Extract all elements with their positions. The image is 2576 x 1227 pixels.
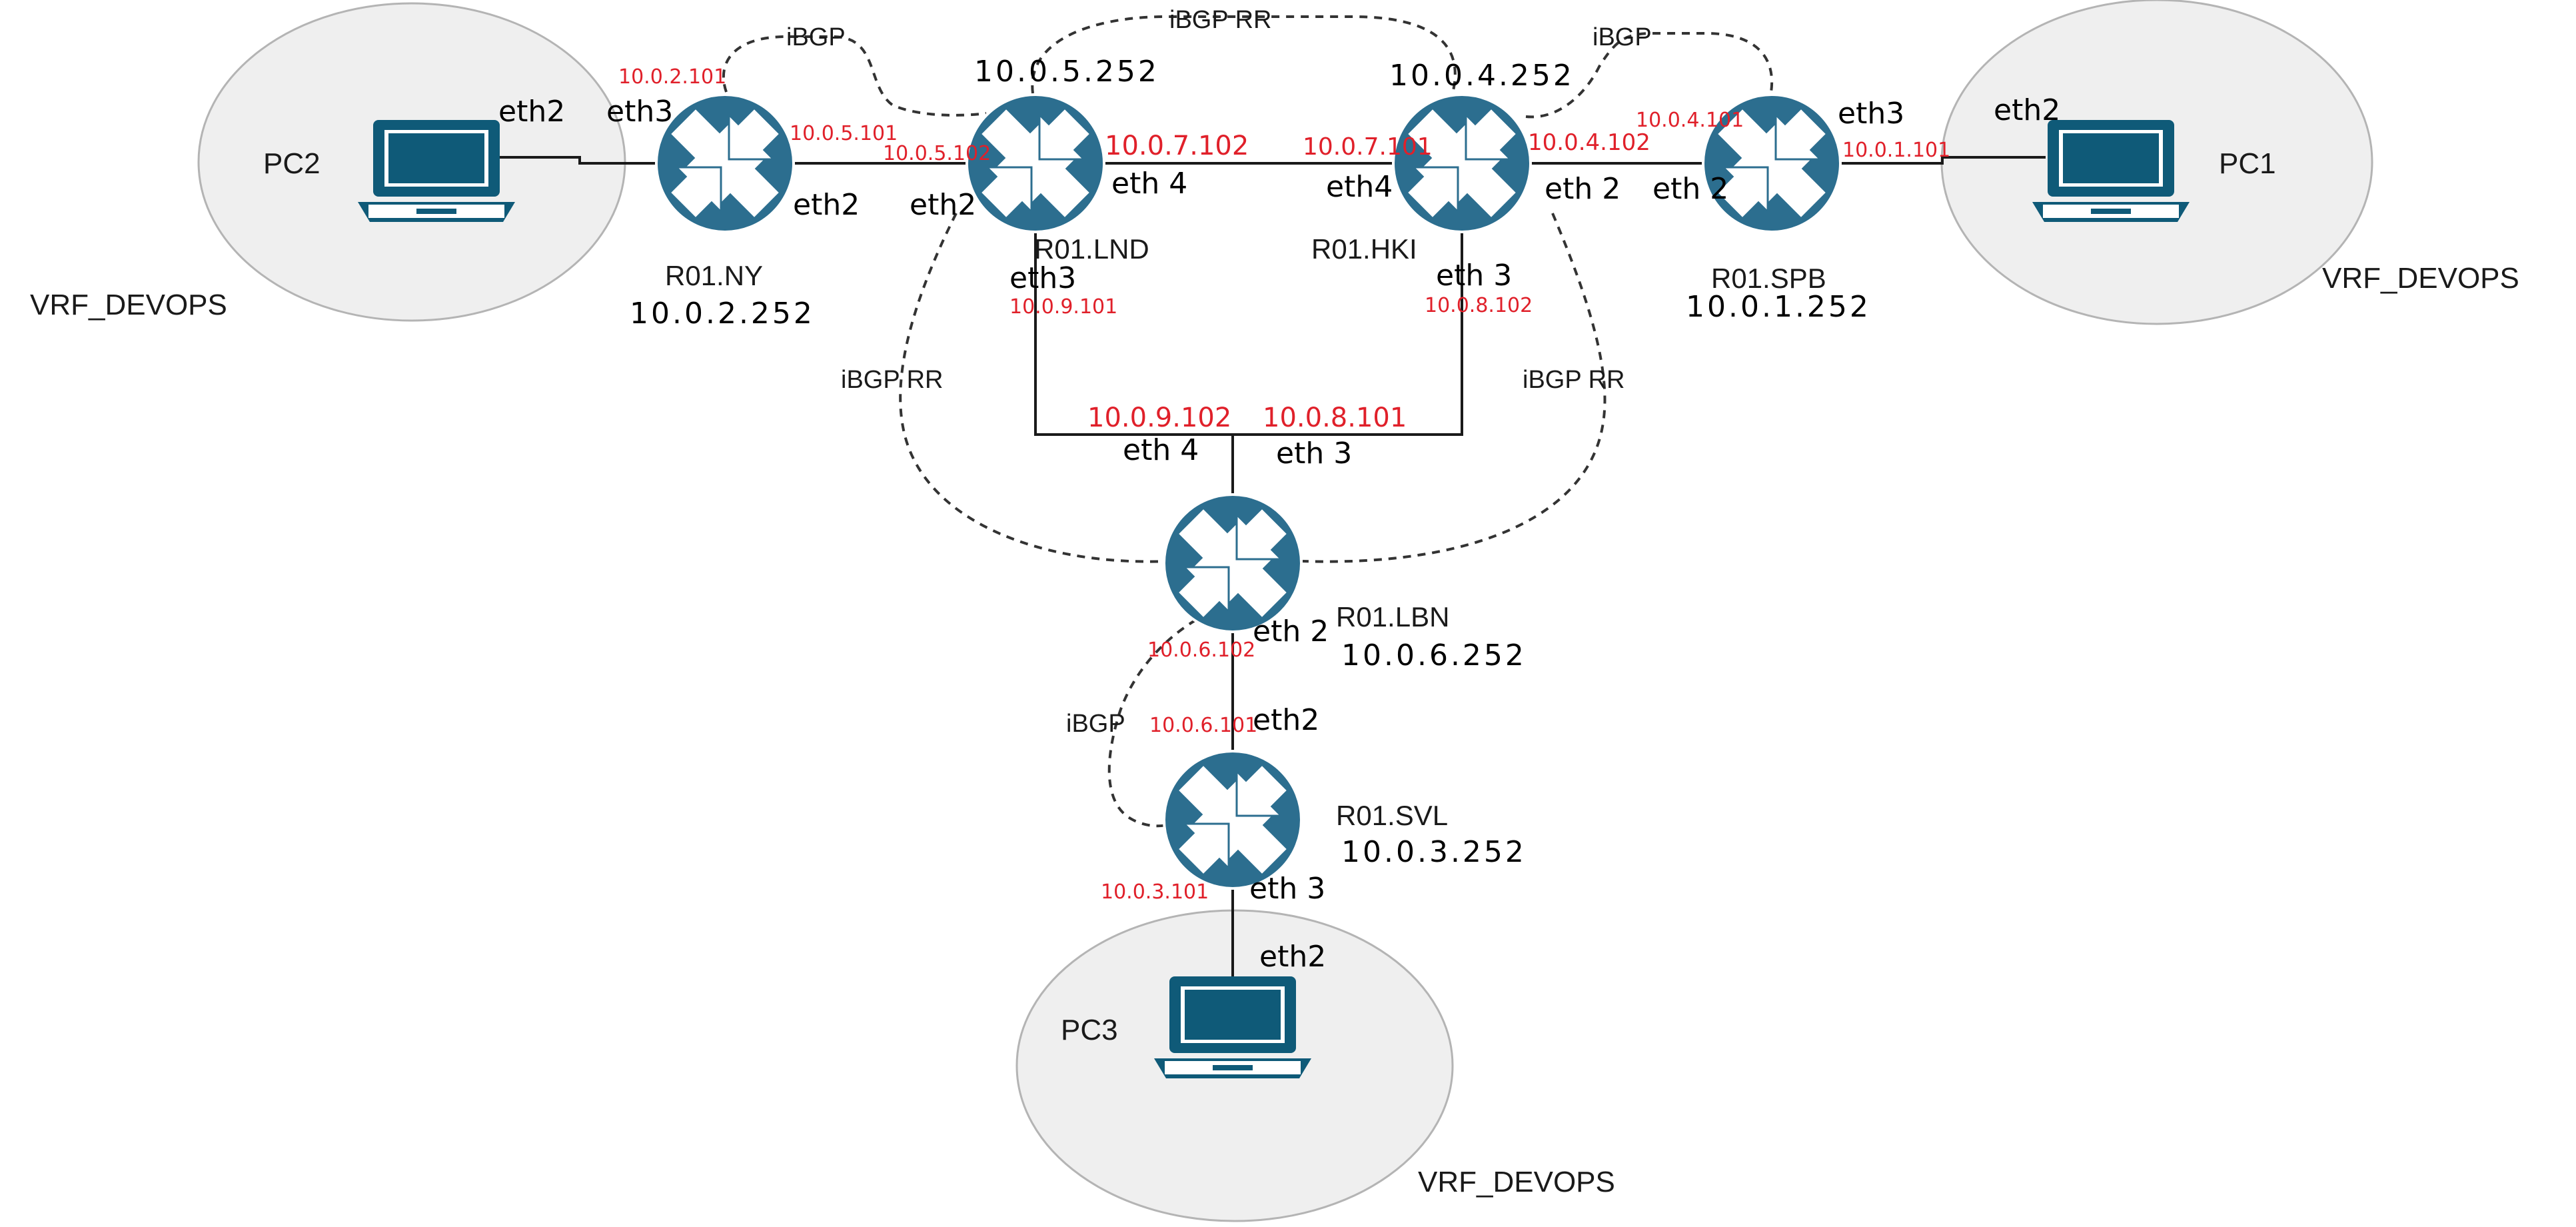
link-pc2-ny [498, 156, 656, 165]
router-icon [1163, 493, 1303, 633]
router-loopback-lbn: 10.0.6.252 [1341, 638, 1527, 672]
router-loopback-lnd: 10.0.5.252 [974, 55, 1159, 89]
ip-hki-eth2: 10.0.4.102 [1528, 129, 1650, 156]
session-label-lnd-hki: iBGP RR [1169, 6, 1271, 34]
laptop-icon [2032, 120, 2190, 222]
router-lbn [1163, 493, 1303, 633]
interface-lbn-eth4: eth 4 [1123, 433, 1199, 467]
interface-spb-eth2: eth 2 [1652, 172, 1728, 206]
interface-lbn-eth2: eth 2 [1253, 614, 1329, 648]
ip-lbn-eth2: 10.0.6.102 [1147, 638, 1255, 662]
laptop-icon [1154, 976, 1311, 1078]
ip-spb-eth3: 10.0.1.101 [1842, 139, 1950, 162]
interface-ny-eth3: eth3 [606, 95, 673, 129]
link-lnd-lbn [1034, 232, 1233, 436]
session-label-lnd-lbn: iBGP RR [841, 366, 943, 394]
router-icon [655, 93, 795, 233]
interface-svl-eth3: eth 3 [1249, 872, 1325, 906]
pc1 [2032, 120, 2190, 222]
session-hki-spb [1525, 32, 1774, 119]
link-spb-pc1 [1840, 156, 2046, 165]
interface-pc1: eth2 [1994, 93, 2060, 127]
interface-lnd-eth4: eth 4 [1111, 167, 1187, 201]
interface-hki-eth4: eth4 [1326, 170, 1393, 204]
interface-pc2: eth2 [498, 95, 565, 129]
interface-lbn-eth3: eth 3 [1276, 437, 1352, 471]
interface-svl-eth2: eth2 [1253, 703, 1319, 737]
ip-lbn-eth3: 10.0.8.101 [1263, 403, 1407, 433]
ip-lbn-eth4: 10.0.9.102 [1087, 403, 1231, 433]
ibgp-sessions [722, 15, 1774, 828]
interface-lnd-eth2: eth2 [910, 188, 976, 222]
pc3-label: PC3 [1061, 1014, 1118, 1046]
pc3 [1154, 976, 1311, 1078]
router-icon [1392, 93, 1532, 233]
session-ny-lnd [722, 35, 987, 117]
ip-hki-eth4: 10.0.7.101 [1303, 133, 1433, 161]
session-lnd-lbn [899, 213, 1170, 563]
interface-lnd-eth3: eth3 [1009, 261, 1076, 295]
session-lbn-svl [1107, 618, 1197, 828]
router-name-lbn: R01.LBN [1336, 601, 1449, 632]
router-icon [1163, 750, 1303, 890]
session-label-hki-spb: iBGP [1593, 23, 1652, 51]
router-loopback-hki: 10.0.4.252 [1389, 59, 1575, 93]
laptop-icon [358, 120, 515, 222]
interface-hki-eth3: eth 3 [1436, 259, 1512, 293]
router-svl [1163, 750, 1303, 890]
session-lnd-hki [1031, 15, 1457, 94]
pc2-label: PC2 [263, 147, 321, 180]
router-loopback-ny: 10.0.2.252 [630, 297, 815, 331]
interface-hki-eth2: eth 2 [1545, 172, 1620, 206]
router-name-hki: R01.HKI [1311, 233, 1417, 265]
router-hki [1392, 93, 1532, 233]
vrf-label-left: VRF_DEVOPS [30, 289, 227, 321]
link-hki-lbn [1233, 232, 1463, 436]
ip-lnd-eth3: 10.0.9.101 [1009, 295, 1117, 319]
router-loopback-spb: 10.0.1.252 [1686, 290, 1871, 324]
session-label-lbn-svl: iBGP [1066, 710, 1125, 738]
ip-ny-eth2: 10.0.5.101 [790, 122, 898, 145]
ip-spb-eth2: 10.0.4.101 [1636, 109, 1744, 132]
session-label-hki-lbn: iBGP RR [1523, 366, 1624, 394]
interface-pc3: eth2 [1259, 940, 1326, 974]
links [498, 156, 2046, 980]
router-name-svl: R01.SVL [1336, 800, 1448, 831]
router-name-lnd: R01.LND [1034, 233, 1149, 265]
ip-hki-eth3: 10.0.8.102 [1425, 294, 1533, 317]
interface-ny-eth2: eth2 [793, 188, 860, 222]
router-name-ny: R01.NY [665, 260, 763, 291]
vrf-label-right: VRF_DEVOPS [2322, 262, 2519, 295]
ip-svl-eth3: 10.0.3.101 [1101, 880, 1209, 904]
ip-svl-eth2: 10.0.6.101 [1149, 714, 1257, 737]
router-ny [655, 93, 795, 233]
ip-lnd-eth2: 10.0.5.102 [883, 142, 991, 165]
router-loopback-svl: 10.0.3.252 [1341, 835, 1527, 869]
pc1-label: PC1 [2219, 147, 2276, 180]
pc2 [358, 120, 515, 222]
ip-lnd-eth4: 10.0.7.102 [1105, 131, 1249, 161]
router-name-spb: R01.SPB [1711, 263, 1826, 294]
vrf-label-bottom: VRF_DEVOPS [1418, 1166, 1615, 1198]
interface-spb-eth3: eth3 [1838, 97, 1904, 131]
session-label-ny-lnd: iBGP [786, 23, 846, 51]
ip-ny-eth3: 10.0.2.101 [618, 65, 726, 89]
